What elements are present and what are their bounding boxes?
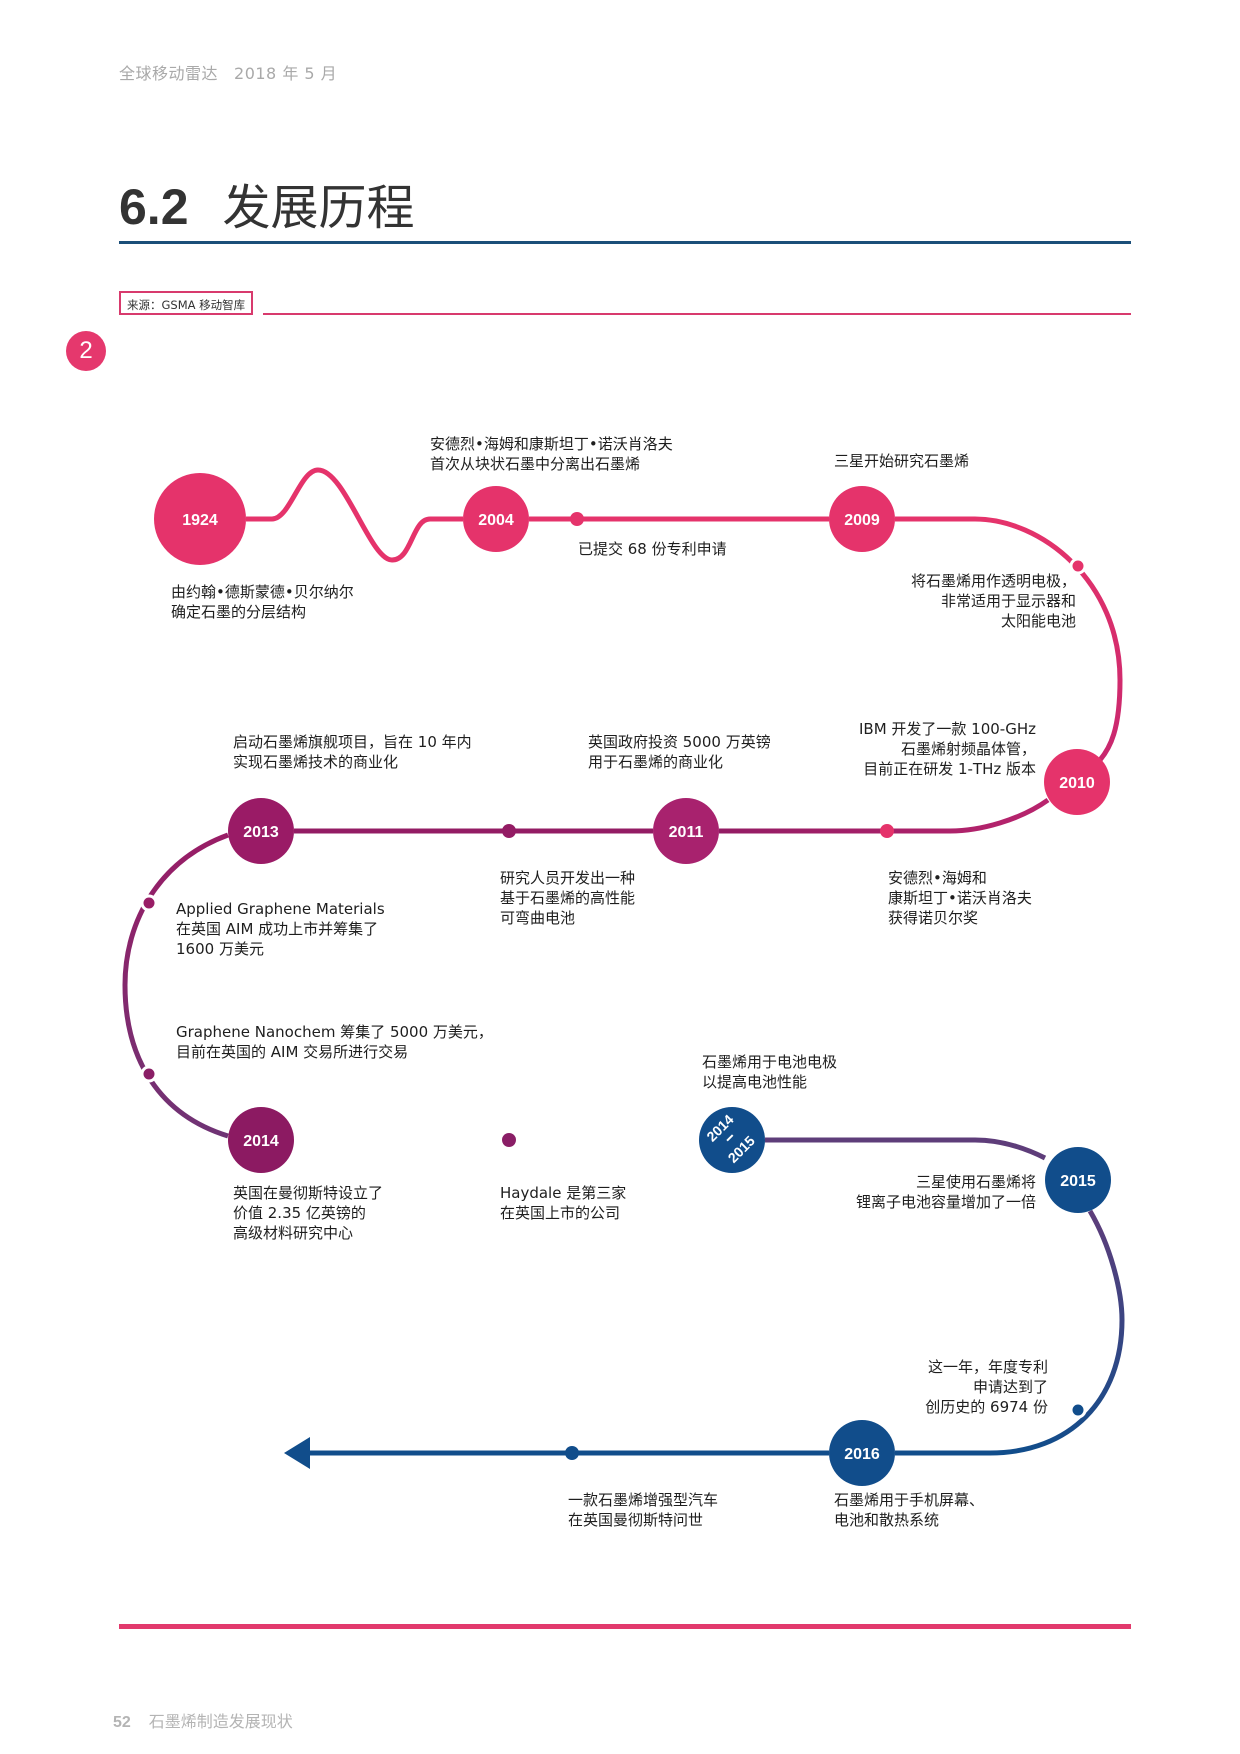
note-graphene-nanochem: Graphene Nanochem 筹集了 5000 万美元， 目前在英国的 A… — [176, 1023, 493, 1061]
note-transparent-electrode: 将石墨烯用作透明电极， 非常适用于显示器和 太阳能电池 — [910, 572, 1076, 630]
milestone-2014-2015: 2014 2015 — [699, 1107, 765, 1173]
event-dot-patents-68 — [570, 512, 584, 526]
note-flexible-battery: 研究人员开发出一种 基于石墨烯的高性能 可弯曲电池 — [500, 869, 636, 927]
milestone-2013: 2013 — [228, 798, 294, 864]
year-label-2004: 2004 — [478, 512, 514, 529]
note-patents-68: 已提交 68 份专利申请 — [578, 540, 727, 558]
note-2013: 启动石墨烯旗舰项目，旨在 10 年内 实现石墨烯技术的商业化 — [233, 733, 472, 771]
title-divider — [119, 241, 1131, 244]
year-label-2016: 2016 — [844, 1446, 880, 1463]
page-number: 52 — [113, 1714, 131, 1731]
note-nobel-prize: 安德烈•海姆和 康斯坦丁•诺沃肖洛夫 获得诺贝尔奖 — [888, 869, 1032, 927]
milestone-2016: 2016 — [829, 1420, 895, 1486]
event-dot-haydale — [502, 1133, 516, 1147]
timeline-segment-1924-2004 — [246, 467, 463, 563]
note-1924: 由约翰•德斯蒙德•贝尔纳尔 确定石墨的分层结构 — [171, 583, 354, 621]
note-2014: 英国在曼彻斯特设立了 价值 2.35 亿英镑的 高级材料研究中心 — [233, 1184, 384, 1242]
publication-date: 2018 年 5 月 — [234, 64, 338, 83]
source-label: 来源：GSMA 移动智库 — [119, 291, 254, 315]
timeline-segment-left-arc — [122, 832, 229, 1139]
source-divider — [263, 313, 1131, 315]
year-label-2015: 2015 — [1060, 1173, 1096, 1190]
year-label-1924: 1924 — [182, 512, 218, 529]
note-graphene-car: 一款石墨烯增强型汽车 在英国曼彻斯特问世 — [568, 1491, 719, 1529]
milestone-2015: 2015 — [1045, 1147, 1111, 1213]
note-patents-6974: 这一年，年度专利 申请达到了 创历史的 6974 份 — [925, 1358, 1048, 1416]
timeline-arrow-head — [284, 1437, 310, 1469]
note-haydale: Haydale 是第三家 在英国上市的公司 — [500, 1184, 627, 1222]
note-2009: 三星开始研究石墨烯 — [834, 452, 970, 470]
figure-number-badge: 2 — [66, 331, 106, 371]
section-number: 6.2 — [119, 179, 189, 235]
note-applied-graphene: Applied Graphene Materials 在英国 AIM 成功上市并… — [176, 900, 385, 958]
footer-divider — [119, 1624, 1131, 1629]
page-title: 6.2 发展历程 — [119, 168, 415, 238]
section-title: 发展历程 — [222, 180, 415, 236]
event-dot-graphene-car — [565, 1446, 579, 1460]
year-label-2011: 2011 — [669, 824, 704, 841]
page-footer: 52 石墨烯制造发展现状 — [113, 1708, 293, 1732]
year-label-2013: 2013 — [243, 824, 279, 841]
year-label-2009: 2009 — [844, 512, 880, 529]
timeline-segment-2010-2011 — [719, 797, 1050, 834]
document-title: 石墨烯制造发展现状 — [148, 1712, 293, 1731]
milestone-1924: 1924 — [154, 473, 246, 565]
milestone-2010: 2010 — [1044, 749, 1110, 815]
event-dot-transparent-electrode — [1069, 557, 1087, 575]
note-2010: IBM 开发了一款 100-GHz 石墨烯射频晶体管， 目前正在研发 1-THz… — [858, 720, 1036, 778]
event-dot-flexible-battery — [502, 824, 516, 838]
timeline-segment-1415-2015 — [765, 1137, 1047, 1161]
milestone-2004: 2004 — [463, 486, 529, 552]
event-dot-patents-6974 — [1069, 1401, 1087, 1419]
milestone-2009: 2009 — [829, 486, 895, 552]
milestone-2014: 2014 — [228, 1107, 294, 1173]
milestone-2011: 2011 — [653, 798, 719, 864]
event-dot-graphene-nanochem — [140, 1065, 158, 1083]
note-2004: 安德烈•海姆和康斯坦丁•诺沃肖洛夫 首次从块状石墨中分离出石墨烯 — [430, 435, 673, 473]
note-2014-2015: 石墨烯用于电池电极 以提高电池性能 — [702, 1053, 838, 1091]
timeline-segment-2009-arc — [895, 516, 1123, 762]
note-2015: 三星使用石墨烯将 锂离子电池容量增加了一倍 — [855, 1173, 1036, 1211]
event-dot-applied-graphene — [140, 894, 158, 912]
year-label-2010: 2010 — [1059, 775, 1095, 792]
event-dot-nobel-prize — [880, 824, 894, 838]
note-2016: 石墨烯用于手机屏幕、 电池和散热系统 — [834, 1491, 985, 1529]
year-label-2014: 2014 — [243, 1133, 279, 1150]
timeline-segment-right-arc — [895, 1209, 1125, 1456]
running-header: 全球移动雷达 2018 年 5 月 — [119, 60, 337, 84]
publication-name: 全球移动雷达 — [119, 64, 219, 83]
note-2011: 英国政府投资 5000 万英镑 用于石墨烯的商业化 — [588, 733, 771, 771]
